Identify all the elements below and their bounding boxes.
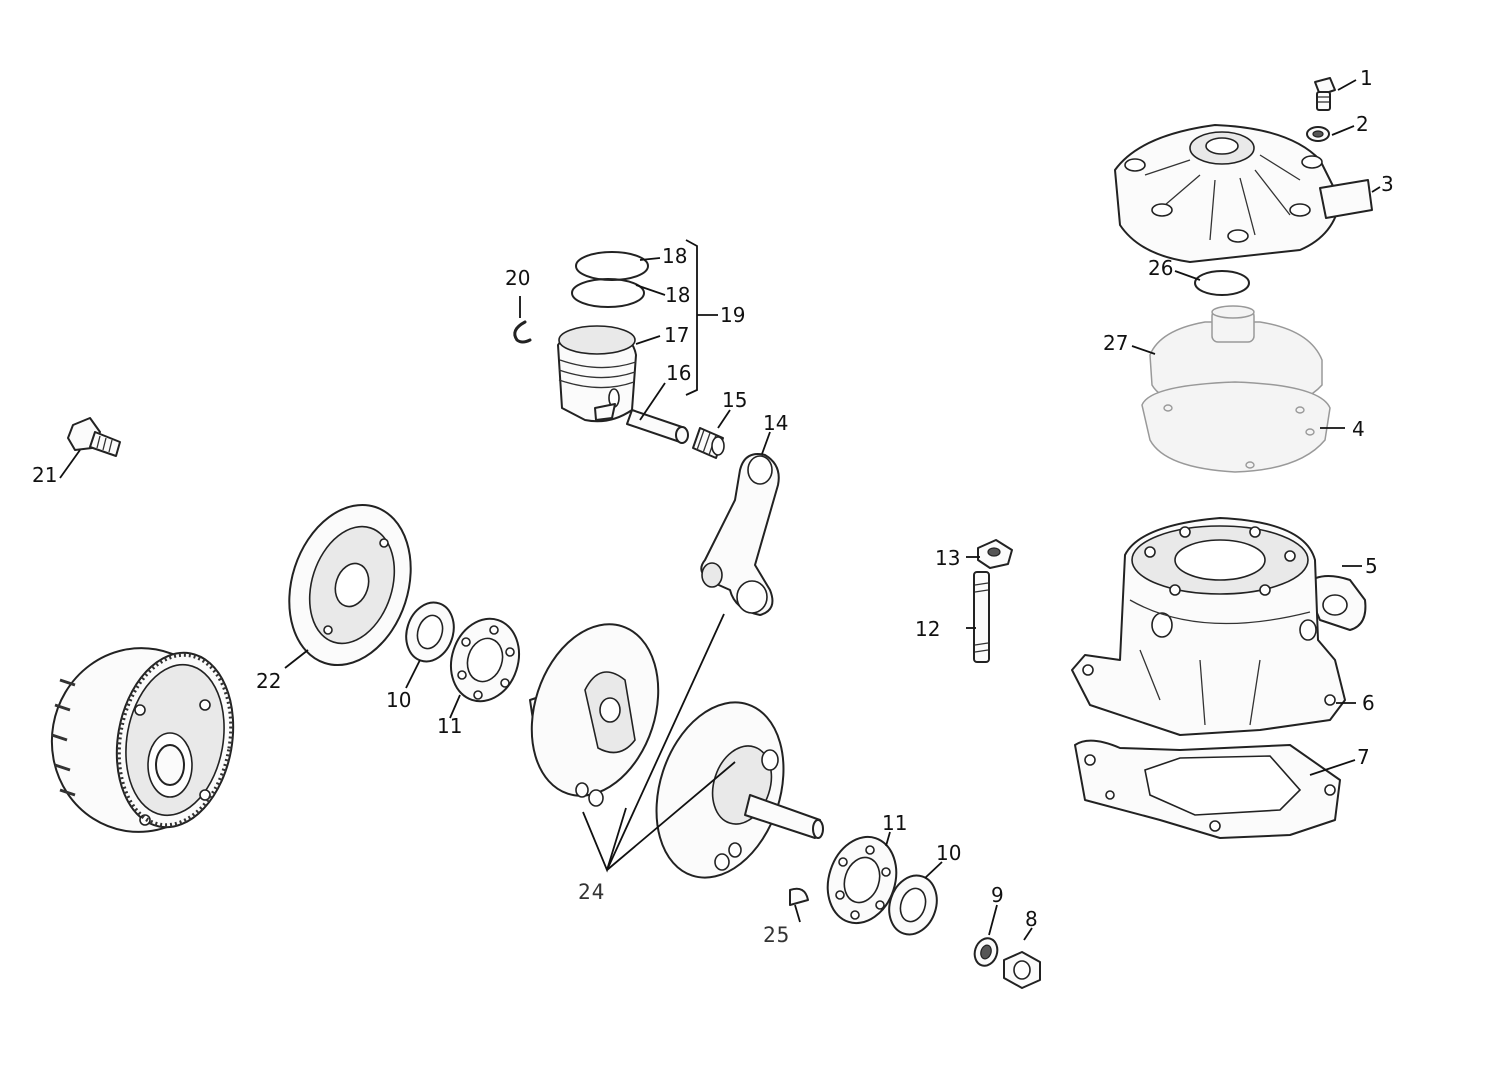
head-insert-ghost [1141, 305, 1331, 473]
callout-13: 13 [935, 546, 960, 570]
cylinder-base-gasket [1074, 739, 1341, 839]
crankshaft-right-half [655, 701, 824, 879]
callout-9: 9 [991, 883, 1004, 907]
callout-21: 21 [32, 463, 57, 487]
callout-12: 12 [915, 617, 940, 641]
callout-27: 27 [1103, 331, 1128, 355]
woodruff-key [789, 887, 809, 906]
callout-15: 15 [722, 388, 747, 412]
callout-22: 22 [256, 669, 281, 693]
callout-18-bottom: 18 [665, 283, 690, 307]
head-washer [1306, 126, 1330, 142]
crank-seal-right [888, 874, 938, 936]
callout-24: 24 [578, 880, 605, 904]
callout-10-left: 10 [386, 688, 411, 712]
piston-pin [626, 409, 689, 444]
connecting-rod [700, 453, 780, 616]
piston-rings [571, 251, 649, 308]
callout-6: 6 [1362, 691, 1375, 715]
callout-1: 1 [1360, 66, 1373, 90]
callout-8: 8 [1025, 907, 1038, 931]
crank-nut [1003, 951, 1041, 989]
callout-labels: 1 2 3 4 5 6 7 8 9 10 10 11 11 12 13 14 1… [32, 66, 1394, 947]
callout-26: 26 [1148, 256, 1173, 280]
callout-10-right: 10 [936, 841, 961, 865]
callout-11-left: 11 [437, 714, 462, 738]
callout-14: 14 [763, 411, 788, 435]
callout-20: 20 [505, 266, 530, 290]
crankshaft-left-half [529, 623, 660, 807]
exhaust-gasket [1304, 575, 1367, 631]
callout-17: 17 [664, 323, 689, 347]
cylinder [1071, 517, 1346, 736]
callout-25: 25 [763, 923, 790, 947]
callout-16: 16 [666, 361, 691, 385]
needle-bearing-small [692, 427, 725, 459]
main-bearing-right [826, 835, 898, 925]
clutch-basket [50, 647, 235, 833]
clutch-bolt [67, 417, 121, 457]
main-bearing-left [450, 617, 520, 703]
callout-7: 7 [1357, 745, 1370, 769]
head-bolt [1314, 77, 1336, 111]
cylinder-stud [973, 539, 1013, 663]
cylinder-head [1114, 124, 1373, 263]
callout-2: 2 [1356, 112, 1369, 136]
callout-11-right: 11 [882, 811, 907, 835]
callout-19: 19 [720, 303, 745, 327]
callout-5: 5 [1365, 554, 1378, 578]
crank-seal-left [405, 601, 455, 663]
callout-3: 3 [1381, 172, 1394, 196]
clutch-pressure-plate [288, 503, 412, 667]
callout-18-top: 18 [662, 244, 687, 268]
crank-washer [973, 937, 999, 967]
piston-circlip [513, 320, 532, 344]
callout-4: 4 [1352, 417, 1365, 441]
leader-lines [59, 79, 1381, 941]
piston [557, 325, 637, 423]
head-o-ring [1194, 270, 1250, 296]
